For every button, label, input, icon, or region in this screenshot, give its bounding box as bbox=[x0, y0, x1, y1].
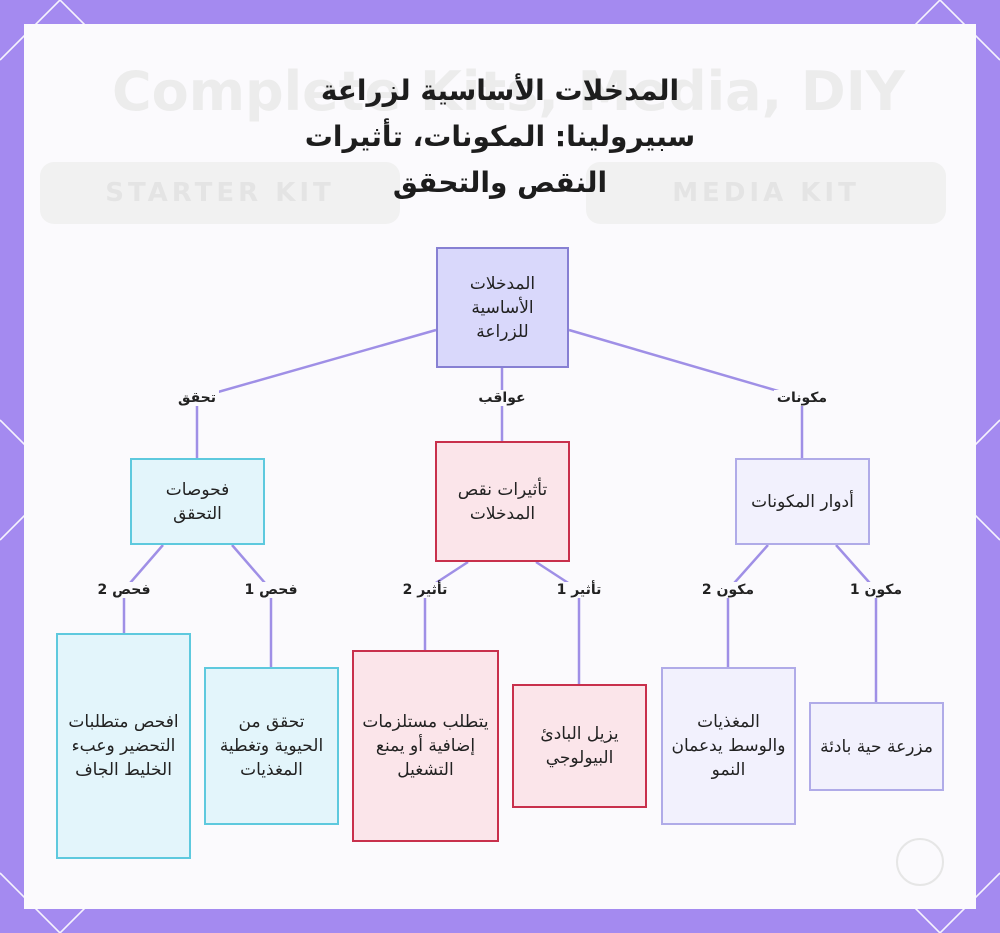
node-component-roles: أدوار المكونات bbox=[735, 458, 870, 545]
node-shortage-effects: تأثيرات نقص المدخلات bbox=[435, 441, 570, 562]
node-effect-removes-starter: يزيل البادئ البيولوجي bbox=[512, 684, 647, 808]
background-starter-kit-button: STARTER KIT bbox=[40, 162, 400, 224]
edge-label-comp2: مكون 2 bbox=[698, 582, 758, 598]
title-line-1: المدخلات الأساسية لزراعة bbox=[320, 74, 680, 107]
node-effect-extra-supplies: يتطلب مستلزمات إضافية أو يمنع التشغيل bbox=[352, 650, 499, 842]
node-check-prep-requirements: افحص متطلبات التحضير وعبء الخليط الجاف bbox=[56, 633, 191, 859]
node-check-viability: تحقق من الحيوية وتغطية المغذيات bbox=[204, 667, 339, 825]
edge-root-roles bbox=[568, 328, 803, 400]
title-line-2: سبيرولينا: المكونات، تأثيرات bbox=[304, 120, 696, 153]
edge-label-verify: تحقق bbox=[174, 390, 220, 406]
node-core-inputs: المدخلات الأساسية للزراعة bbox=[436, 247, 569, 368]
node-verification-checks: فحوصات التحقق bbox=[130, 458, 265, 545]
watermark-icon bbox=[896, 838, 944, 886]
title-line-3: النقص والتحقق bbox=[392, 166, 608, 199]
background-media-kit-button: MEDIA KIT bbox=[586, 162, 946, 224]
edge-label-effect2: تأثير 2 bbox=[399, 582, 451, 598]
edge-label-check2: فحص 2 bbox=[94, 582, 154, 598]
background-heading: Complete Kits, Media, DIY bbox=[112, 60, 905, 123]
edge-label-roles: مكونات bbox=[773, 390, 831, 406]
diagram-title: المدخلات الأساسية لزراعة سبيرولينا: المك… bbox=[250, 68, 750, 206]
node-nutrients-medium: المغذيات والوسط يدعمان النمو bbox=[661, 667, 796, 825]
edge-root-verify bbox=[196, 328, 437, 400]
edge-label-effect1: تأثير 1 bbox=[553, 582, 605, 598]
edge-label-check1: فحص 1 bbox=[241, 582, 301, 598]
edge-label-comp1: مكون 1 bbox=[846, 582, 906, 598]
node-live-starter-culture: مزرعة حية بادئة bbox=[809, 702, 944, 791]
edge-label-effects: عواقب bbox=[475, 390, 529, 406]
